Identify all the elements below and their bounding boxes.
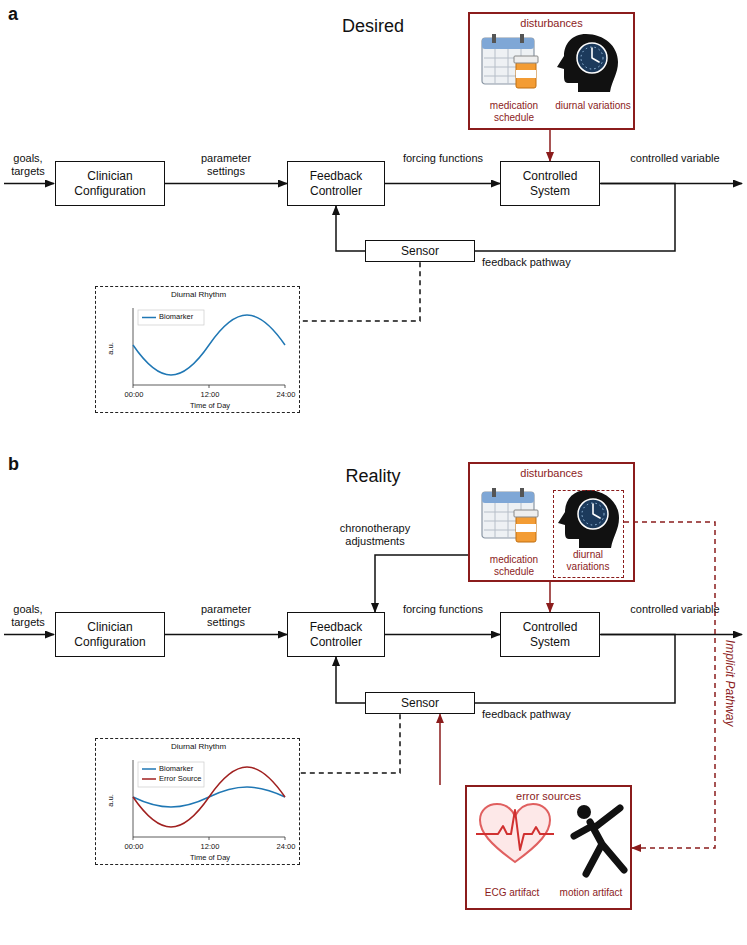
arrow-connector — [385, 183, 500, 185]
dashed-connector — [300, 714, 400, 773]
process-box: Clinician Configuration — [55, 161, 165, 206]
chart-plot — [138, 762, 204, 787]
arrow-connector — [336, 657, 365, 703]
panel-text: a.u. — [106, 789, 115, 813]
box-label: Controlled System — [507, 620, 593, 649]
panel-title: Reality — [298, 466, 448, 488]
legend-entry: Biomarker — [159, 764, 193, 773]
panel-title: Desired — [298, 16, 448, 38]
panel-letter: a — [8, 4, 38, 26]
arrow-connector — [165, 183, 287, 185]
panel-text: diurnal variations — [554, 100, 632, 112]
box-label: Clinician Configuration — [62, 620, 158, 649]
box-label: Feedback Controller — [294, 169, 378, 198]
panel-text: motion artifact — [553, 887, 629, 899]
arrow-connector — [549, 582, 551, 612]
chart-plot — [138, 310, 204, 325]
ecg-heart-icon — [476, 804, 554, 862]
chart-plot — [133, 308, 285, 388]
panel-text: disturbances — [470, 467, 633, 480]
dashed-subpanel: diurnal variations — [553, 490, 624, 578]
panel-text: medication schedule — [472, 100, 556, 124]
disturbance-panel: diurnal variations disturbances medication… — [468, 462, 635, 582]
edge-label: forcing functions — [398, 603, 488, 616]
signal-label: controlled variable — [630, 603, 720, 616]
panel-text: 00:00 — [119, 842, 149, 851]
box-label: Controlled System — [507, 169, 593, 198]
panel-text: 00:00 — [119, 390, 149, 399]
signal-label: goals, targets — [2, 152, 54, 178]
chart-box: Diurnal Rhythm a.u. 00:00 12:00 24:00Time of… — [95, 738, 300, 865]
input-arrow — [4, 184, 54, 635]
panel-text: 12:00 — [195, 842, 225, 851]
arrow-connector — [336, 206, 365, 251]
arrow-connector — [439, 714, 441, 785]
sensor-box: Sensor — [365, 692, 475, 714]
panel-text: ECG artifact — [469, 887, 555, 899]
panel-text: error sources — [467, 790, 630, 803]
panel-text: Time of Day — [160, 853, 260, 862]
panel-text: medication schedule — [472, 554, 556, 578]
panel-letter: b — [8, 454, 38, 476]
input-arrow — [4, 634, 54, 636]
legend-entry: Biomarker — [159, 312, 193, 321]
edge-label: forcing functions — [398, 152, 488, 165]
edge-label: feedback pathway — [482, 256, 582, 269]
input-arrow — [4, 183, 54, 185]
arrow-connector — [549, 130, 551, 161]
panel-text: Time of Day — [160, 401, 260, 410]
head-clock-icon — [558, 490, 619, 548]
sensor-box: Sensor — [365, 240, 475, 262]
chart-plot — [142, 768, 156, 770]
panel-text: Diurnal Rhythm — [96, 742, 301, 752]
calendar-icon — [482, 488, 538, 542]
chart-box: Diurnal Rhythm a.u. 00:00 12:00 24:00Time of… — [95, 286, 300, 413]
dashed-connector — [624, 522, 715, 848]
box-label: Feedback Controller — [294, 620, 378, 649]
chart-plot — [142, 317, 156, 319]
controller-box: Feedback Controller — [287, 161, 385, 206]
calendar-icon — [482, 34, 538, 88]
controller-box: Feedback Controller — [287, 612, 385, 657]
process-box: Clinician Configuration — [55, 612, 165, 657]
chart-plot — [142, 778, 156, 780]
edge-label: feedback pathway — [482, 708, 582, 721]
box-label: Clinician Configuration — [62, 169, 158, 198]
edge-label: Implicit Pathway — [723, 638, 737, 728]
arrow-connector — [385, 634, 500, 636]
panel-text: 24:00 — [271, 842, 301, 851]
box-label: Sensor — [401, 696, 439, 710]
yoga-figure-icon — [574, 805, 624, 874]
legend-entry: Error Source — [159, 774, 202, 783]
panel-text: disturbances — [470, 17, 633, 30]
signal-label: goals, targets — [2, 603, 54, 629]
chart-plot — [133, 760, 285, 840]
edge-label: parameter settings — [181, 152, 271, 178]
process-box: Controlled System — [500, 161, 600, 206]
panel-text: Diurnal Rhythm — [96, 290, 301, 300]
error-source-panel: error sourcesECG artifactmotion artifact — [465, 785, 632, 910]
signal-label: controlled variable — [630, 152, 720, 165]
edge-label: parameter settings — [181, 603, 271, 629]
edge-label: chronotherapy adjustments — [320, 522, 430, 548]
process-box: Controlled System — [500, 612, 600, 657]
panel-text: 12:00 — [195, 390, 225, 399]
arrow-connector — [165, 634, 287, 636]
disturbance-panel: disturbances medication schedulediurnal v… — [468, 12, 635, 130]
panel-text: 24:00 — [271, 390, 301, 399]
dashed-connector — [300, 262, 420, 321]
panel-text: a.u. — [106, 337, 115, 361]
chart-plot — [133, 760, 285, 840]
box-label: Sensor — [401, 244, 439, 258]
panel-text: diurnal variations — [554, 549, 622, 573]
head-clock-icon — [557, 34, 618, 92]
chart-plot — [133, 308, 285, 388]
